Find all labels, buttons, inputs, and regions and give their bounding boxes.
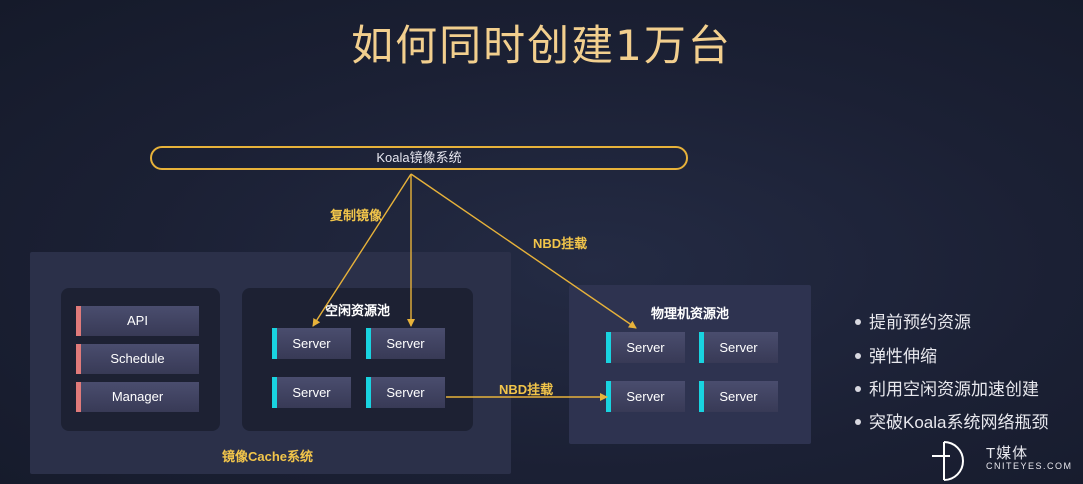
bullet-text: 利用空闲资源加速创建 <box>869 380 1039 399</box>
server-label: Server <box>292 336 331 351</box>
physical-server-card: Server <box>699 332 778 363</box>
bullet-item: 弹性伸缩 <box>855 342 937 367</box>
nbd-mount-physical-arrow <box>410 173 637 329</box>
server-label: Server <box>626 340 665 355</box>
watermark-logo-icon <box>932 441 964 481</box>
manager-service-card: Manager <box>76 382 199 412</box>
api-service-card: API <box>76 306 199 336</box>
bullet-text: 突破Koala系统网络瓶颈 <box>869 413 1049 432</box>
bullet-dot-icon <box>855 418 861 425</box>
physical-machine-pool-panel <box>569 285 811 444</box>
physical-server-card: Server <box>699 381 778 412</box>
watermark-name: T媒体 <box>986 445 1029 462</box>
physical-machine-pool-title: 物理机资源池 <box>650 306 729 321</box>
copy-to-idle-server-1-arrow <box>312 173 412 327</box>
server-label: Server <box>386 385 425 400</box>
nbd-mount-top-edge-label: NBD挂载 <box>533 236 588 251</box>
idle-server-card: Server <box>366 377 445 408</box>
bullet-item: 利用空闲资源加速创建 <box>855 375 1039 400</box>
bullet-dot-icon <box>855 318 861 325</box>
idle-resource-pool-title: 空闲资源池 <box>324 303 390 318</box>
schedule-service-label: Schedule <box>110 351 165 366</box>
physical-server-card: Server <box>606 381 685 412</box>
schedule-service-card: Schedule <box>76 344 199 374</box>
server-label: Server <box>292 385 331 400</box>
server-label: Server <box>719 340 758 355</box>
bullet-text: 弹性伸缩 <box>869 347 937 366</box>
slide-title: 如何同时创建1万台 <box>351 21 732 70</box>
manager-service-label: Manager <box>111 389 164 404</box>
server-label: Server <box>626 389 665 404</box>
bullet-dot-icon <box>855 385 861 392</box>
server-label: Server <box>719 389 758 404</box>
bullet-dot-icon <box>855 352 861 359</box>
idle-server-card: Server <box>272 328 351 359</box>
idle-server-card: Server <box>366 328 445 359</box>
nbd-mount-bottom-edge-label: NBD挂载 <box>499 382 554 397</box>
image-cache-system-label: 镜像Cache系统 <box>222 449 314 464</box>
bullet-item: 突破Koala系统网络瓶颈 <box>855 408 1048 433</box>
physical-server-card: Server <box>606 332 685 363</box>
api-service-label: API <box>127 313 148 328</box>
bullet-text: 提前预约资源 <box>869 313 971 332</box>
copy-image-edge-label: 复制镜像 <box>330 208 383 223</box>
bullet-item: 提前预约资源 <box>855 308 971 333</box>
server-label: Server <box>386 336 425 351</box>
idle-server-card: Server <box>272 377 351 408</box>
koala-image-system: Koala镜像系统 <box>150 146 688 170</box>
watermark-url: CNITEYES.COM <box>986 461 1073 471</box>
